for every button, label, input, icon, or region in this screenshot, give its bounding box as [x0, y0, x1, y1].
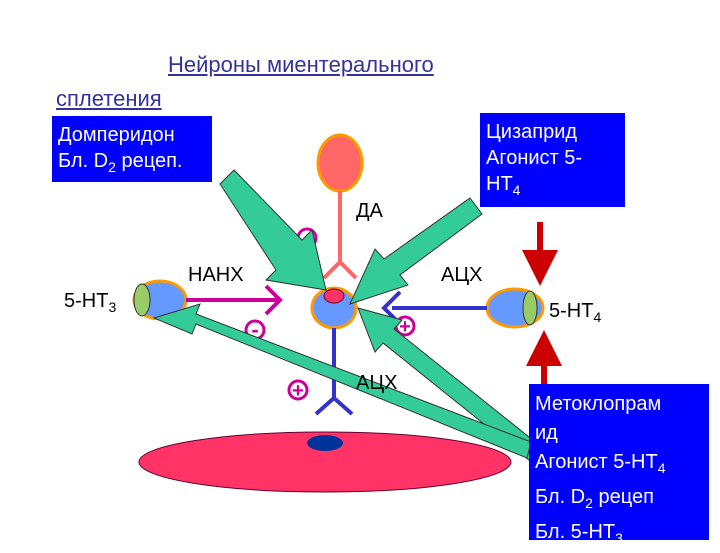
label-ach-bottom: АЦХ: [356, 372, 397, 395]
cisapride-action-line1: Агонист 5-: [486, 145, 619, 171]
label-ach-top: АЦХ: [441, 264, 482, 287]
domperidone-box: Домперидон Бл. D2 рецеп.: [52, 116, 212, 182]
domperidone-action: Бл. D2 рецеп.: [58, 148, 206, 180]
metoclopramide-name-line2: ид: [535, 419, 703, 448]
ht4-receptor: [523, 291, 537, 325]
metoclopramide-action-3: Бл. 5-НТ3: [535, 518, 703, 553]
ht3-receptor: [134, 284, 150, 316]
dopamine-neuron: [318, 135, 362, 191]
cisapride-box: Цизаприд Агонист 5- НТ4: [480, 113, 625, 207]
label-da: ДА: [356, 200, 383, 223]
domperidone-name: Домперидон: [58, 122, 206, 148]
metoclopramide-box: Метоклопрам ид Агонист 5-НТ4 Бл. D2 реце…: [529, 384, 709, 540]
cisapride-action-line2: НТ4: [486, 171, 619, 203]
label-nanh: НАНХ: [188, 264, 244, 287]
motor-terminal: [316, 398, 352, 414]
metoclopramide-action-2: Бл. D2 рецеп: [535, 483, 703, 518]
dopamine-terminal: [324, 262, 356, 278]
plus-text-bottom: +: [292, 380, 304, 402]
cisapride-name: Цизаприд: [486, 119, 619, 145]
motor-neuron-receptor: [324, 289, 344, 303]
metoclopramide-name-line1: Метоклопрам: [535, 390, 703, 419]
label-5ht4: 5-НТ4: [549, 300, 601, 325]
muscle-receptor: [307, 435, 343, 451]
label-5ht3: 5-НТ3: [64, 290, 116, 315]
metoclopramide-action-1: Агонист 5-НТ4: [535, 448, 703, 483]
